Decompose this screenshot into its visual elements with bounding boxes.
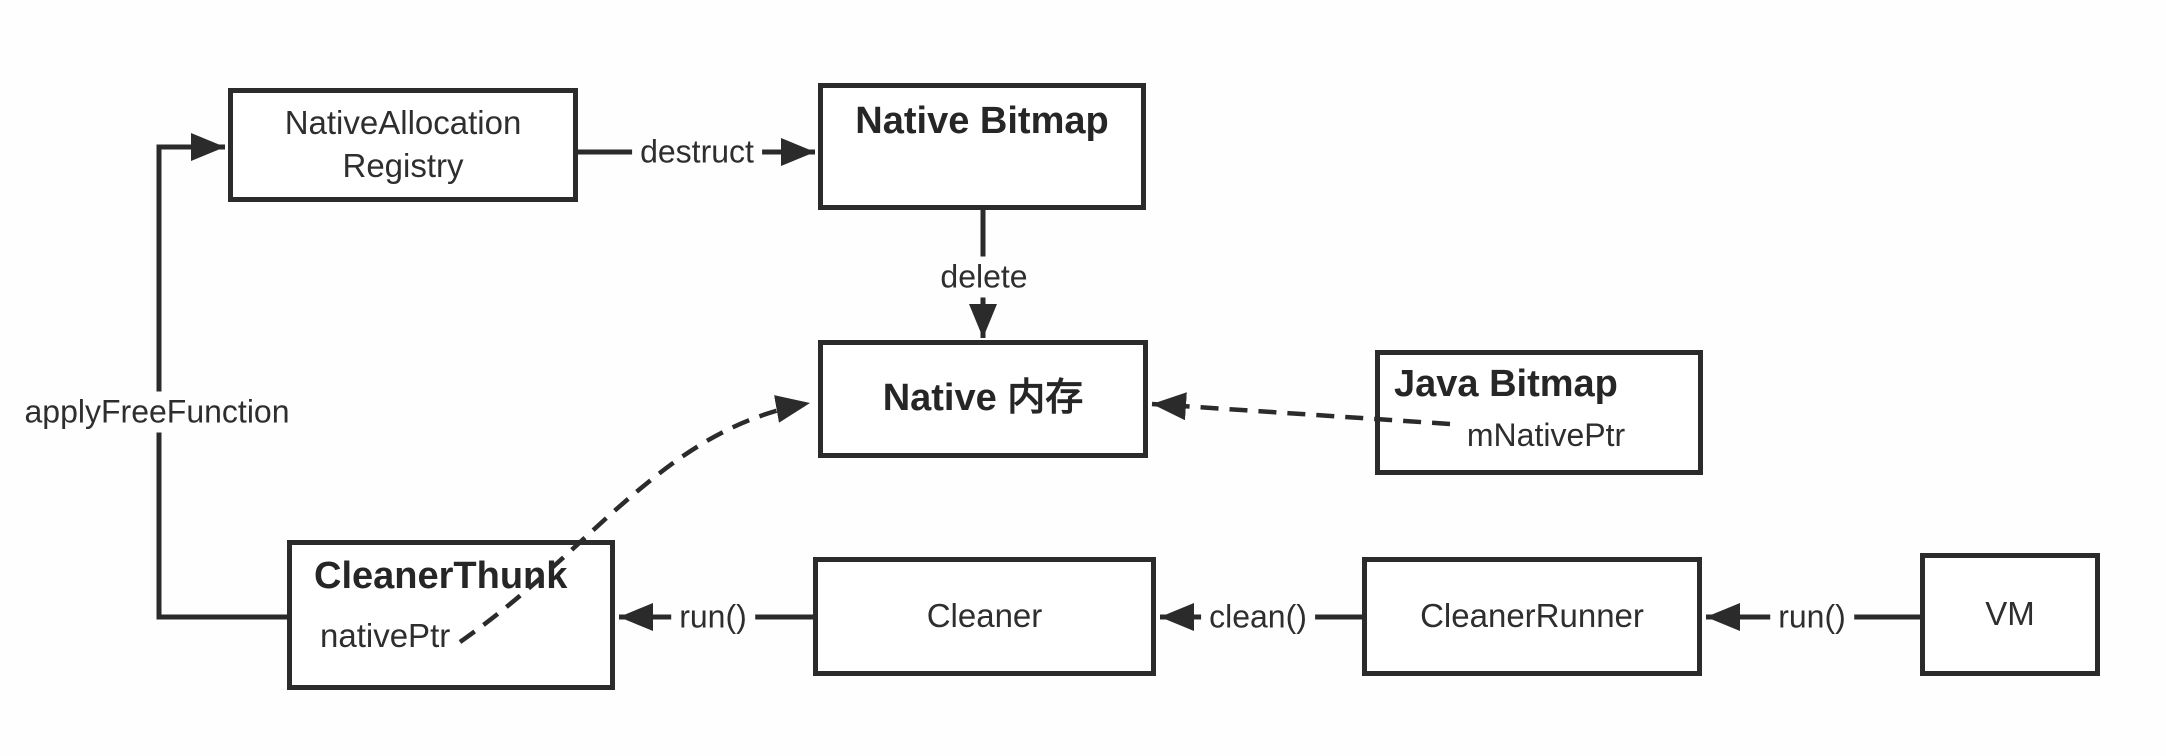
edge-label-run-vm: run() — [1770, 596, 1854, 638]
native-allocation-registry-label-line1: NativeAllocation — [284, 104, 522, 142]
node-cleaner-thunk: CleanerThunk nativePtr — [287, 540, 615, 690]
edge-label-apply-free-function: applyFreeFunction — [16, 391, 298, 433]
native-bitmap-title: Native Bitmap — [855, 100, 1109, 142]
node-native-bitmap: Native Bitmap — [818, 83, 1146, 210]
vm-title: VM — [1985, 595, 2035, 633]
edge-label-clean: clean() — [1201, 596, 1315, 638]
cleaner-runner-title: CleanerRunner — [1420, 597, 1644, 635]
edge-label-destruct: destruct — [632, 131, 762, 173]
cleaner-thunk-title: CleanerThunk — [314, 555, 568, 597]
java-bitmap-mnativeptr-field: mNativePtr — [1466, 416, 1626, 453]
node-java-bitmap: Java Bitmap mNativePtr — [1375, 350, 1703, 475]
node-vm: VM — [1920, 553, 2100, 676]
edge-label-delete: delete — [932, 256, 1036, 298]
node-cleaner: Cleaner — [813, 557, 1156, 676]
native-memory-title: Native 内存 — [882, 377, 1084, 420]
edge-apply-free-function-arrow — [156, 133, 287, 620]
edge-label-run-cleaner: run() — [671, 596, 755, 638]
node-cleaner-runner: CleanerRunner — [1362, 557, 1702, 676]
java-bitmap-title: Java Bitmap — [1394, 363, 1618, 405]
node-native-allocation-registry: NativeAllocation Registry — [228, 88, 578, 202]
node-native-memory: Native 内存 — [818, 340, 1148, 458]
cleaner-title: Cleaner — [926, 597, 1043, 635]
native-allocation-registry-label-line2: Registry — [342, 147, 464, 184]
cleaner-thunk-nativeptr-field: nativePtr — [320, 616, 451, 654]
